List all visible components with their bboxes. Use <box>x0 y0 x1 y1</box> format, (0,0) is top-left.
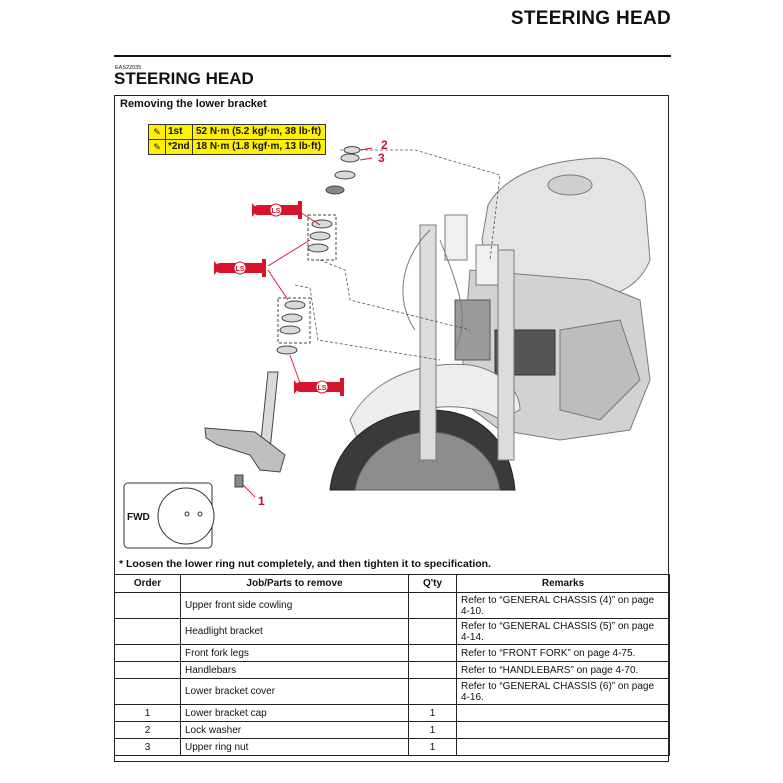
column-header-qty: Q'ty <box>408 574 457 593</box>
table-row: Lower bracket cover Refer to “GENERAL CH… <box>114 678 670 705</box>
content-frame <box>114 95 669 762</box>
fwd-label: FWD <box>127 512 150 523</box>
section-title: STEERING HEAD <box>114 69 254 88</box>
section-code: EAS22035 <box>115 65 142 71</box>
torque-step: *2nd <box>166 140 193 154</box>
cell-qty <box>408 592 457 619</box>
fwd-inset <box>123 482 215 549</box>
red-arrows <box>242 147 373 498</box>
cell-remarks <box>456 704 670 722</box>
torque-row-2: ✎ *2nd 18 N·m (1.8 kgf·m, 13 lb·ft) <box>149 139 325 154</box>
cell-qty: 1 <box>408 704 457 722</box>
torque-wrench-icon: ✎ <box>149 140 166 154</box>
cell-qty <box>408 644 457 662</box>
column-header-order: Order <box>114 574 181 593</box>
torque-step: 1st <box>166 125 193 139</box>
torque-spec-box: ✎ 1st 52 N·m (5.2 kgf·m, 38 lb·ft) ✎ *2n… <box>148 124 326 155</box>
column-header-remarks: Remarks <box>456 574 670 593</box>
table-row: Handlebars Refer to “HANDLEBARS” on page… <box>114 661 670 679</box>
grease-gun-icons: LS LS LS <box>214 201 344 396</box>
grease-ls-label: LS <box>318 385 327 392</box>
cell-remarks: Refer to “FRONT FORK” on page 4-75. <box>456 644 670 662</box>
torque-value: 52 N·m (5.2 kgf·m, 38 lb·ft) <box>196 126 322 137</box>
table-row: Upper front side cowling Refer to “GENER… <box>114 592 670 619</box>
cell-qty <box>408 678 457 705</box>
subsection-title: Removing the lower bracket <box>120 98 267 110</box>
table-row: 2 Lock washer 1 <box>114 721 670 739</box>
cell-job: Lock washer <box>180 721 409 739</box>
torque-row-1: ✎ 1st 52 N·m (5.2 kgf·m, 38 lb·ft) <box>149 125 325 139</box>
cell-order <box>114 618 181 645</box>
cell-remarks: Refer to “GENERAL CHASSIS (4)” on page 4… <box>456 592 670 619</box>
table-row: 1 Lower bracket cap 1 <box>114 704 670 722</box>
cell-order: 1 <box>114 704 181 722</box>
header-rule <box>114 55 671 57</box>
cell-remarks <box>456 721 670 739</box>
table-row: Headlight bracket Refer to “GENERAL CHAS… <box>114 618 670 645</box>
cell-job: Handlebars <box>180 661 409 679</box>
cell-remarks: Refer to “HANDLEBARS” on page 4-70. <box>456 661 670 679</box>
cell-qty <box>408 661 457 679</box>
table-header-row: Order Job/Parts to remove Q'ty Remarks <box>114 574 670 593</box>
cell-order <box>114 678 181 705</box>
table-row: 3 Upper ring nut 1 <box>114 738 670 756</box>
cell-job: Upper front side cowling <box>180 592 409 619</box>
grease-gun-icon: LS <box>252 201 302 219</box>
page-header-title: STEERING HEAD <box>510 8 671 29</box>
footnote: * Loosen the lower ring nut completely, … <box>119 558 491 570</box>
cell-qty: 1 <box>408 721 457 739</box>
table-row: Front fork legs Refer to “FRONT FORK” on… <box>114 644 670 662</box>
grease-gun-icon: LS <box>294 378 344 396</box>
cell-order: 3 <box>114 738 181 756</box>
callout-3: 3 <box>378 151 385 165</box>
leader-lines <box>294 149 501 361</box>
torque-value: 18 N·m (1.8 kgf·m, 13 lb·ft) <box>196 141 322 152</box>
cell-remarks: Refer to “GENERAL CHASSIS (6)” on page 4… <box>456 678 670 705</box>
grease-ls-label: LS <box>236 266 245 273</box>
cell-job: Headlight bracket <box>180 618 409 645</box>
grease-gun-icon: LS <box>214 259 266 277</box>
column-header-job: Job/Parts to remove <box>180 574 409 593</box>
cell-job: Lower bracket cover <box>180 678 409 705</box>
cell-order <box>114 661 181 679</box>
callout-1: 1 <box>258 494 265 508</box>
cell-order <box>114 592 181 619</box>
cell-order: 2 <box>114 721 181 739</box>
torque-wrench-icon: ✎ <box>149 125 166 139</box>
parts-table: Order Job/Parts to remove Q'ty Remarks U… <box>114 574 670 756</box>
cell-remarks <box>456 738 670 756</box>
cell-remarks: Refer to “GENERAL CHASSIS (5)” on page 4… <box>456 618 670 645</box>
cell-qty <box>408 618 457 645</box>
cell-job: Front fork legs <box>180 644 409 662</box>
cell-job: Upper ring nut <box>180 738 409 756</box>
cell-qty: 1 <box>408 738 457 756</box>
callout-2: 2 <box>381 138 388 152</box>
cell-order <box>114 644 181 662</box>
grease-ls-label: LS <box>272 208 281 215</box>
exploded-parts <box>204 146 361 488</box>
exploded-diagram: LS LS LS <box>123 146 651 549</box>
cell-job: Lower bracket cap <box>180 704 409 722</box>
motorcycle-illustration <box>329 157 651 491</box>
